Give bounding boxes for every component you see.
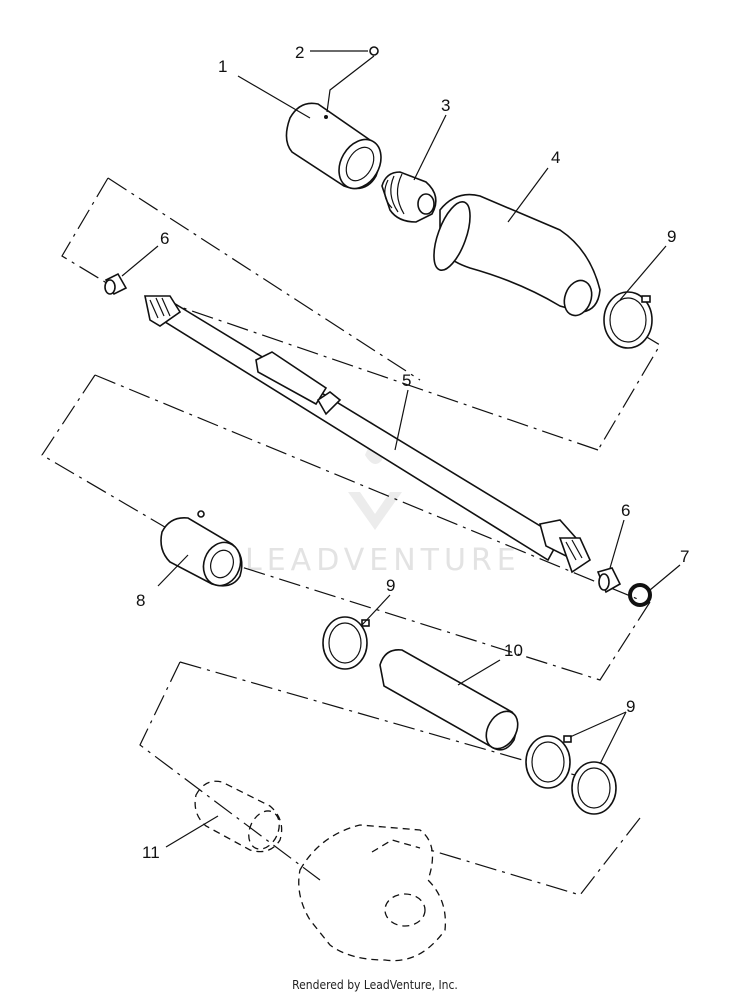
callout-1: 1 <box>218 57 227 76</box>
callout-9-middle: 9 <box>386 576 395 595</box>
callout-5: 5 <box>402 371 411 390</box>
part-1-housing <box>285 102 382 190</box>
part-11-adapter-phantom <box>194 780 283 853</box>
render-credit: Rendered by LeadVenture, Inc. <box>292 978 458 992</box>
callout-6-upper: 6 <box>160 229 169 248</box>
callout-3: 3 <box>441 96 450 115</box>
callout-labels: 1 2 3 4 5 6 6 7 8 9 9 9 10 11 <box>136 43 689 862</box>
assembly-lines <box>41 177 661 896</box>
part-3-bellows <box>381 171 437 223</box>
part-10-tube <box>379 648 519 751</box>
watermark-text: LEADVENTURE <box>245 543 521 578</box>
part-7-seal <box>628 583 652 607</box>
callout-leaders <box>121 50 681 848</box>
part-2-screw <box>326 46 379 113</box>
gearbox-housing-phantom <box>298 824 447 962</box>
part-6-bushing-upper <box>104 272 128 296</box>
part-4-boot <box>433 193 601 317</box>
callout-4: 4 <box>551 148 560 167</box>
callout-9-upper: 9 <box>667 227 676 246</box>
part-5-shaft <box>144 295 592 574</box>
callout-6-lower: 6 <box>621 501 630 520</box>
callout-2: 2 <box>295 43 304 62</box>
callout-11: 11 <box>142 843 160 862</box>
part-9-clamp-middle <box>322 616 370 670</box>
callout-9-lower: 9 <box>626 697 635 716</box>
part-9-clamp-upper <box>603 291 653 349</box>
part-9-clamps-lower <box>525 735 617 815</box>
part-8-coupler <box>160 510 243 587</box>
callout-7: 7 <box>680 547 689 566</box>
callout-10: 10 <box>504 641 523 660</box>
part-6-bushing-lower <box>596 567 622 594</box>
callout-8: 8 <box>136 591 145 610</box>
